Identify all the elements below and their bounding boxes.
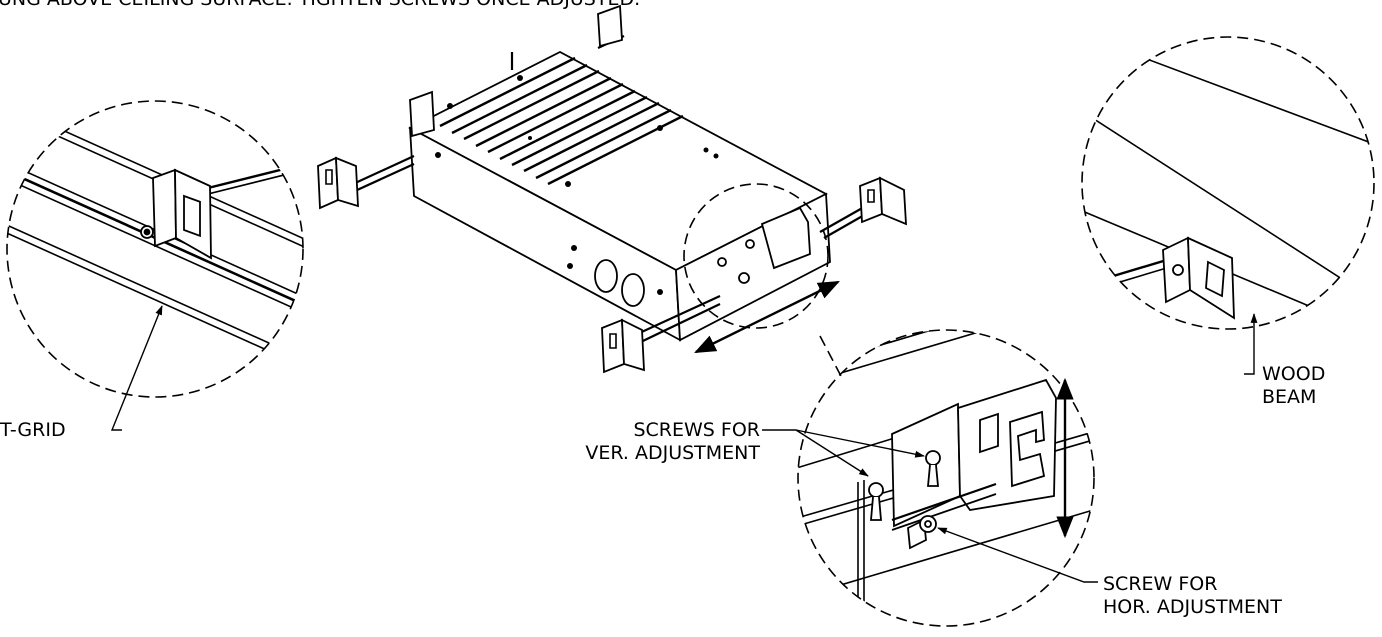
wood-beam-label-line2: BEAM [1262,386,1317,408]
wood-beam-detail [1080,34,1382,340]
wood-beam-label-line1: WOOD [1262,363,1326,385]
instruction-text: UNG ABOVE CEILING SURFACE. TIGHTEN SCREW… [0,0,640,11]
t-grid-detail [0,101,320,397]
screws-ver-label-line1: SCREWS FOR [633,419,760,441]
screws-ver-label-line2: VER. ADJUSTMENT [585,442,760,464]
adjustment-detail [790,280,1100,637]
leader-lines [112,305,1258,582]
t-grid-label: T-GRID [0,419,66,442]
t-grid-label-line1: T-GRID [0,419,66,441]
screw-hor-label-line2: HOR. ADJUSTMENT [1103,596,1282,618]
wood-beam-label: WOOD BEAM [1262,363,1325,409]
screw-hor-label: SCREW FOR HOR. ADJUSTMENT [1103,573,1282,619]
screws-ver-label: SCREWS FOR VER. ADJUSTMENT [585,419,760,465]
zoom-connector [820,336,842,378]
horizontal-adjust-arrow [694,282,840,352]
driver-housing [318,6,906,372]
screw-hor-label-line1: SCREW FOR [1103,573,1218,595]
